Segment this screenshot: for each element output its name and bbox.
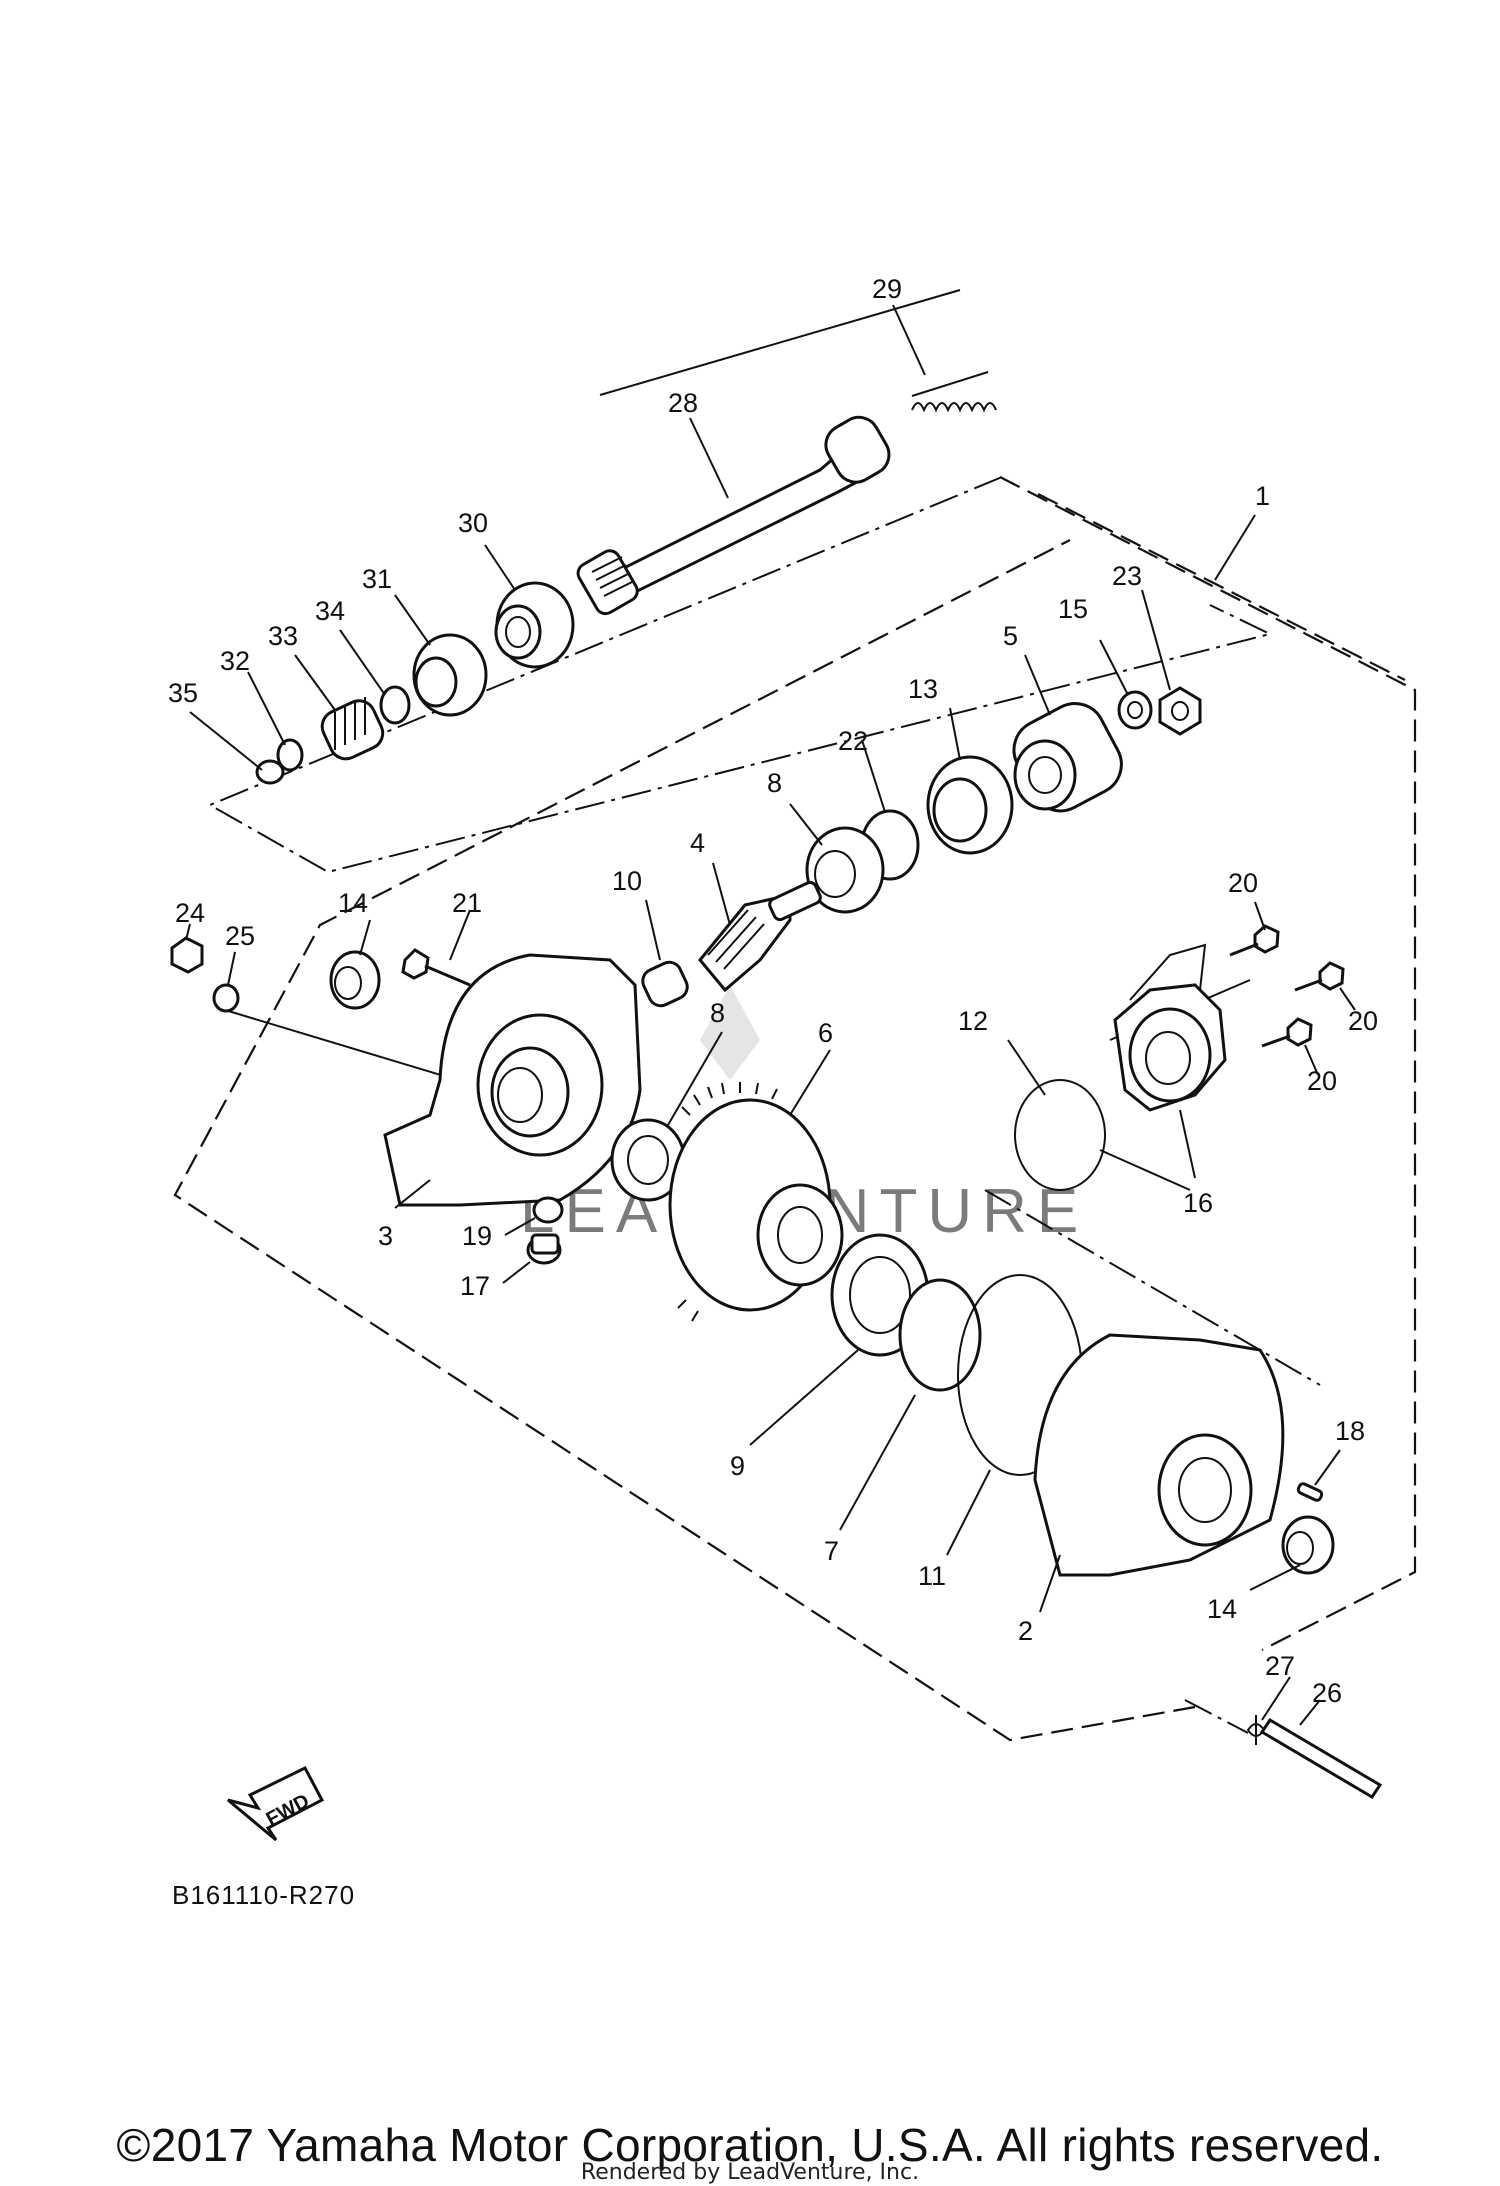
callout-32: 32	[220, 646, 250, 676]
callout-1: 1	[1255, 481, 1270, 511]
part-24-nut	[170, 936, 204, 974]
part-35-cap	[255, 759, 285, 785]
assembly-boundaries	[173, 476, 1417, 1742]
callout-15: 15	[1058, 594, 1088, 624]
part-4-pinion-gear	[698, 880, 822, 993]
callout-22: 22	[838, 726, 868, 756]
part-28-shaft	[576, 415, 891, 616]
part-8-bearing-upper	[805, 826, 885, 914]
callout-7: 7	[824, 1536, 839, 1566]
part-30-bearing	[494, 581, 575, 669]
callout-20-bottom: 20	[1307, 1066, 1337, 1096]
callout-26: 26	[1312, 1678, 1342, 1708]
part-29-spring	[911, 371, 997, 413]
callout-19: 19	[462, 1221, 492, 1251]
part-20-bolt-1	[1229, 924, 1280, 957]
callout-24: 24	[175, 898, 205, 928]
callout-14-lower: 14	[1207, 1594, 1237, 1624]
callout-29: 29	[872, 274, 902, 304]
part-15-washer	[1117, 690, 1153, 730]
fwd-arrow: FWD	[227, 1766, 325, 1842]
part-5-coupling	[1012, 702, 1123, 813]
callout-12: 12	[958, 1006, 988, 1036]
callout-27: 27	[1265, 1651, 1295, 1681]
part-20-bolt-2	[1294, 961, 1345, 992]
part-shapes	[170, 371, 1383, 1800]
part-21-bolt	[401, 948, 471, 987]
part-34-ring	[379, 685, 411, 725]
callout-13: 13	[908, 674, 938, 704]
callout-5: 5	[1003, 621, 1018, 651]
callout-14-upper: 14	[338, 888, 368, 918]
callout-31: 31	[362, 564, 392, 594]
part-18-dowel-pin	[1296, 1482, 1324, 1502]
part-12-o-ring	[1014, 1079, 1106, 1191]
part-32-circlip	[276, 738, 304, 772]
callout-11: 11	[918, 1561, 946, 1591]
part-3-housing	[383, 953, 642, 1207]
callout-6: 6	[818, 1018, 833, 1048]
part-25-washer	[212, 983, 240, 1013]
callout-4: 4	[690, 828, 705, 858]
rendered-by-notice: Rendered by LeadVenture, Inc.	[580, 2160, 920, 2185]
part-20-bolt-3	[1261, 1017, 1313, 1048]
part-16-actuator	[1113, 943, 1227, 1112]
callout-34: 34	[315, 596, 345, 626]
callout-9: 9	[730, 1451, 745, 1481]
part-14-oil-seal-lower	[1281, 1515, 1335, 1575]
diagram-code: B161110-R270	[172, 1880, 356, 1910]
callout-3: 3	[378, 1221, 393, 1251]
callout-20-top: 20	[1228, 868, 1258, 898]
callout-leaders	[185, 304, 1356, 1726]
callout-16: 16	[1183, 1188, 1213, 1218]
callout-21: 21	[452, 888, 482, 918]
part-19-washer	[532, 1196, 564, 1224]
callout-35: 35	[168, 678, 198, 708]
callout-8-upper: 8	[767, 768, 782, 798]
callout-28: 28	[668, 388, 698, 418]
callout-30: 30	[458, 508, 488, 538]
part-10-needle-bearing	[641, 960, 689, 1008]
part-33-needle-bearing	[320, 697, 385, 761]
part-14-oil-seal-upper	[329, 950, 381, 1010]
callout-17: 17	[460, 1271, 490, 1301]
callout-8-lower: 8	[710, 998, 725, 1028]
callout-labels: 1 2 3 4 5 6 7 8 8 9 10 11 12 13 14 14 15…	[168, 274, 1378, 1708]
part-23-nut	[1158, 686, 1202, 736]
part-26-pin	[1259, 1717, 1383, 1800]
callout-23: 23	[1112, 561, 1142, 591]
part-6-differential	[668, 1082, 844, 1322]
callout-20-mid: 20	[1348, 1006, 1378, 1036]
callout-10: 10	[612, 866, 642, 896]
callout-33: 33	[268, 621, 298, 651]
callout-2: 2	[1018, 1616, 1033, 1646]
callout-25: 25	[225, 921, 255, 951]
part-2-housing	[1033, 1333, 1285, 1577]
part-13-oil-seal	[926, 755, 1014, 855]
part-31-bearing	[412, 633, 488, 717]
part-7-shim	[898, 1278, 982, 1392]
callout-18: 18	[1335, 1416, 1365, 1446]
part-17-plug	[526, 1233, 562, 1265]
copyright-notice: ©2017 Yamaha Motor Corporation, U.S.A. A…	[116, 2119, 1384, 2171]
